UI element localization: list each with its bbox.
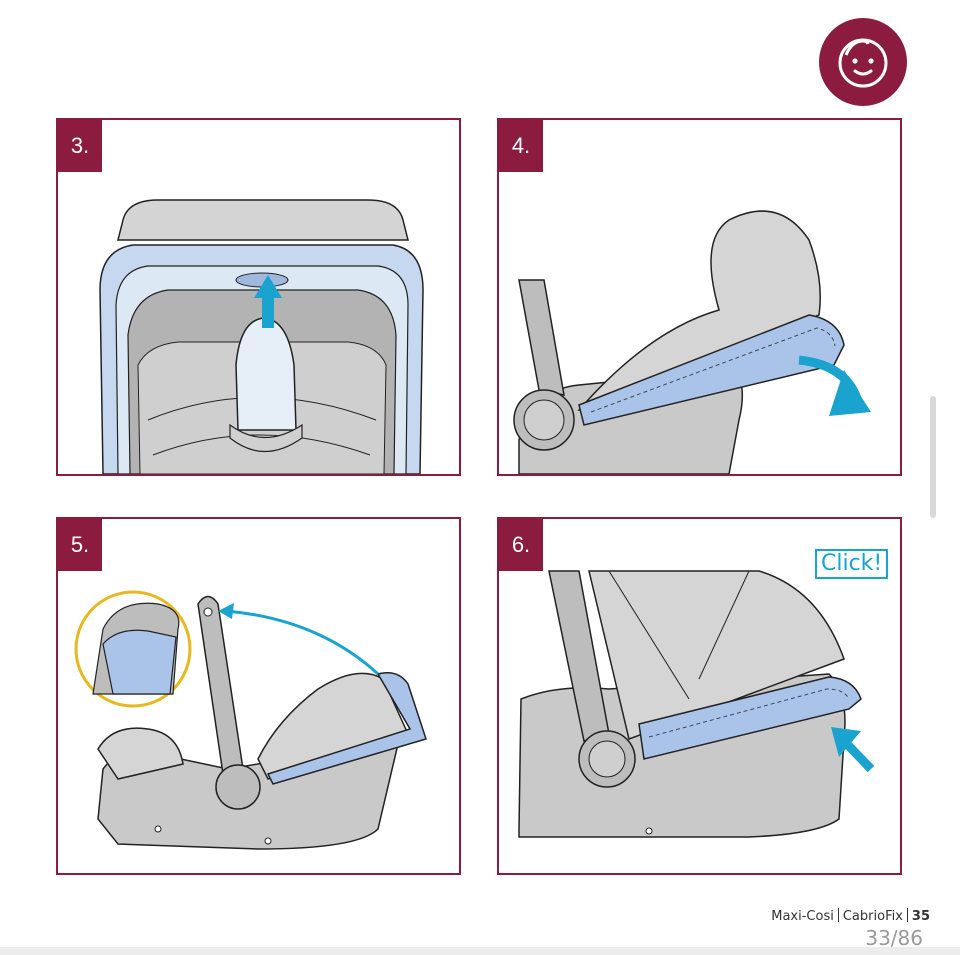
- canopy-release-illustration: [99, 199, 424, 474]
- page-number: 35: [911, 909, 930, 924]
- viewer-bottom-bar: [0, 947, 960, 955]
- footer-separator: [906, 908, 908, 922]
- step-number: 4.: [499, 120, 543, 172]
- step-number: 5.: [58, 519, 102, 571]
- scrollbar-thumb[interactable]: [930, 396, 936, 518]
- step-number: 3.: [58, 120, 102, 172]
- step-number: 6.: [499, 519, 543, 571]
- baby-face-icon: [819, 18, 907, 106]
- brand-name: Maxi-Cosi: [771, 909, 834, 924]
- viewer-page-counter: 33/86: [865, 926, 923, 950]
- canopy-fold-illustration: [513, 210, 871, 474]
- canopy-attach-illustration: [74, 590, 427, 850]
- step-6-panel: 6. Click!: [497, 517, 902, 875]
- step-3-panel: 3.: [56, 118, 461, 476]
- product-name: CabrioFix: [842, 909, 903, 924]
- page-footer: Maxi-Cosi CabrioFix 35: [771, 908, 930, 924]
- step-4-panel: 4.: [497, 118, 902, 476]
- canopy-click-illustration: [518, 570, 875, 838]
- step-5-panel: 5.: [56, 517, 461, 875]
- footer-separator: [837, 908, 839, 922]
- click-label: Click!: [815, 549, 889, 579]
